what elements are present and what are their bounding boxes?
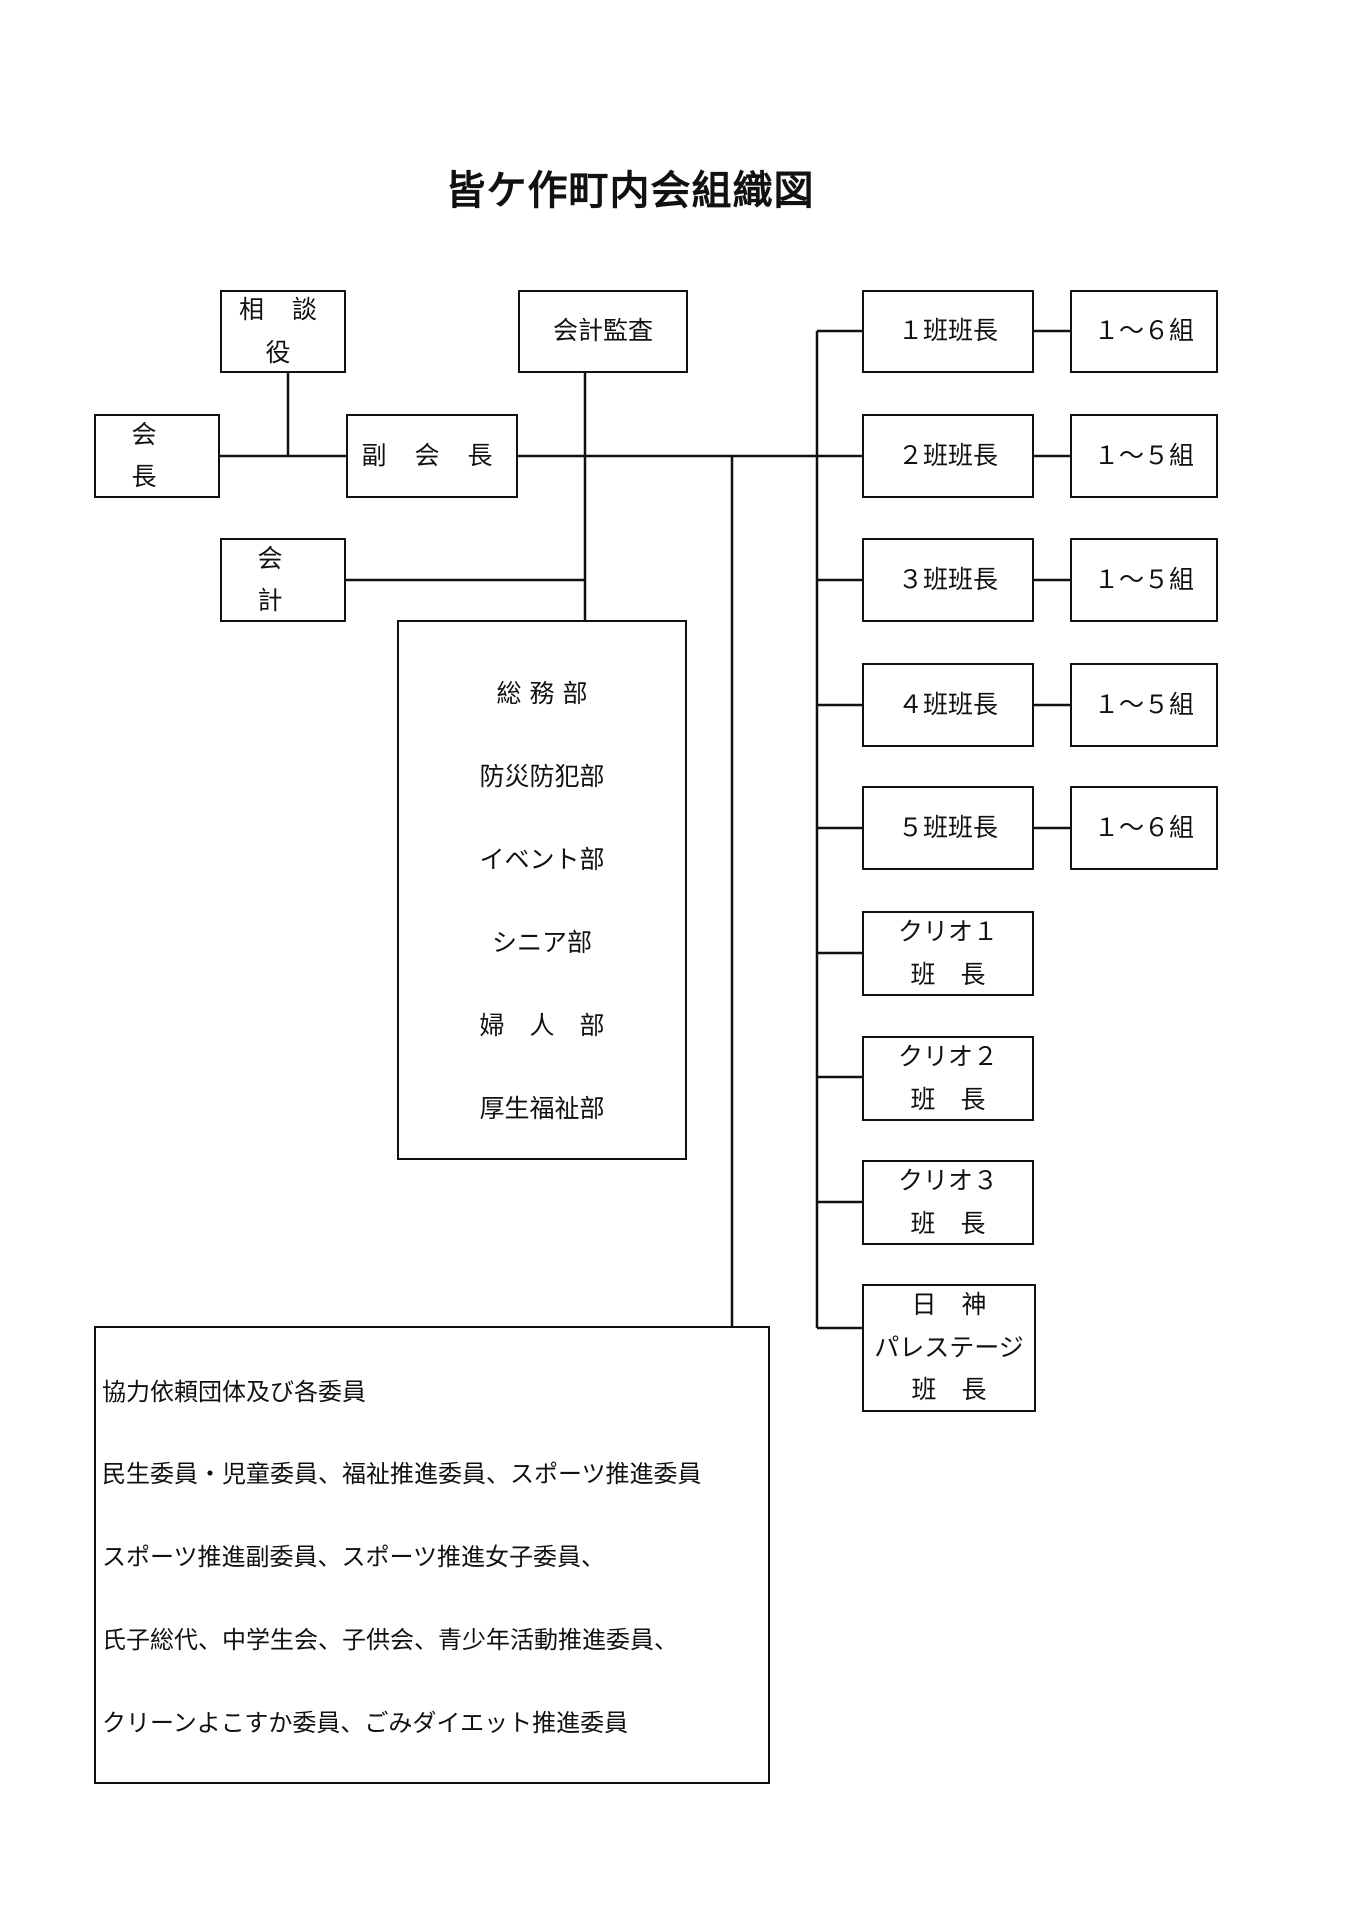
cooperation-box: 協力依頼団体及び各委員 民生委員・児童委員、福祉推進委員、スポーツ推進委員 スポ… (94, 1326, 770, 1784)
page-title: 皆ケ作町内会組織図 (445, 167, 815, 214)
audit-box: 会計監査 (518, 290, 688, 373)
han-leader-box: ４班班長 (862, 663, 1034, 747)
special-han-line: 班 長 (910, 1084, 986, 1114)
han-leader-box: ５班班長 (862, 786, 1034, 870)
han-groups-box: １～５組 (1070, 538, 1218, 622)
special-han-line: 班 長 (911, 1375, 987, 1405)
department-list: 総 務 部 防災防犯部 イベント部 シニア部 婦 人 部 厚生福祉部 (397, 620, 687, 1160)
han-groups-box: １～５組 (1070, 414, 1218, 498)
special-han-line: クリオ１ (897, 917, 998, 946)
special-han-box: 日 神 パレステージ 班 長 (862, 1284, 1036, 1412)
special-han-line: パレステージ (874, 1332, 1024, 1362)
department-item: 総 務 部 (496, 679, 588, 708)
department-item: 防災防犯部 (479, 762, 605, 791)
department-item: 厚生福祉部 (479, 1094, 605, 1123)
special-han-line: 班 長 (910, 1208, 986, 1238)
special-han-box: クリオ２ 班 長 (862, 1036, 1034, 1121)
cooperation-line: 氏子総代、中学生会、子供会、青少年活動推進委員、 (102, 1626, 678, 1654)
cooperation-line: スポーツ推進副委員、スポーツ推進女子委員、 (102, 1543, 606, 1571)
cooperation-line: 民生委員・児童委員、福祉推進委員、スポーツ推進委員 (102, 1460, 702, 1488)
department-item: イベント部 (479, 845, 605, 874)
special-han-line: 日 神 (911, 1290, 987, 1320)
special-han-box: クリオ３ 班 長 (862, 1160, 1034, 1245)
president-box: 会 長 (94, 414, 220, 498)
special-han-line: クリオ３ (897, 1166, 998, 1195)
han-groups-box: １～５組 (1070, 663, 1218, 747)
department-item: シニア部 (491, 928, 592, 957)
han-groups-box: １～６組 (1070, 786, 1218, 870)
han-leader-box: ３班班長 (862, 538, 1034, 622)
special-han-line: クリオ２ (897, 1042, 998, 1071)
cooperation-line: クリーンよこすか委員、ごみダイエット推進委員 (102, 1709, 629, 1737)
treasurer-box: 会 計 (220, 538, 346, 622)
han-leader-box: ２班班長 (862, 414, 1034, 498)
advisor-box: 相 談 役 (220, 290, 346, 373)
special-han-box: クリオ１ 班 長 (862, 911, 1034, 996)
cooperation-heading: 協力依頼団体及び各委員 (102, 1378, 366, 1406)
vice-president-box: 副 会 長 (346, 414, 518, 498)
han-leader-box: １班班長 (862, 290, 1034, 373)
han-groups-box: １～６組 (1070, 290, 1218, 373)
special-han-line: 班 長 (910, 959, 986, 989)
department-item: 婦 人 部 (479, 1011, 605, 1040)
